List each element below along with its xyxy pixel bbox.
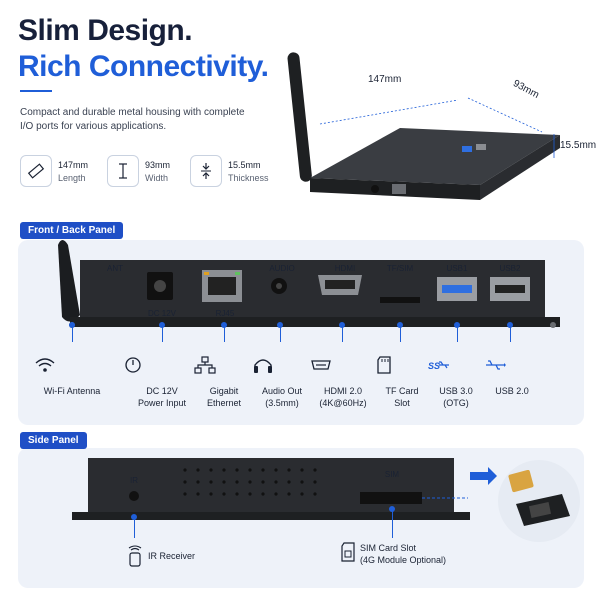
sim-card-icon — [341, 542, 355, 562]
spec-label: Width — [145, 172, 169, 183]
accent-divider — [20, 90, 52, 92]
spec-length: 147mm Length — [20, 154, 88, 188]
spec-value: 15.5mm — [228, 159, 261, 170]
network-icon — [194, 356, 216, 374]
connector-line — [510, 326, 511, 342]
connector-line — [392, 510, 393, 538]
sim-tray-icon — [508, 470, 570, 526]
connector-dot — [277, 322, 283, 328]
connector-line — [162, 326, 163, 342]
feature-text: Wi-Fi Antenna — [43, 386, 101, 396]
feature-text: HDMI 2.0 — [323, 386, 362, 396]
remote-control-icon — [128, 545, 142, 567]
port-label-hdmi: HDMI — [334, 264, 356, 273]
feature-sim-slot: SIM Card Slot (4G Module Optional) — [340, 542, 446, 566]
connector-line — [72, 326, 73, 342]
usb3-icon: SS — [428, 361, 449, 371]
port-label-usb1: USB1 — [446, 264, 468, 273]
feature-dc-power: DC 12V Power Input — [122, 356, 202, 409]
device-isometric-image — [287, 52, 560, 200]
feature-text: Gigabit — [209, 386, 239, 396]
connector-dot — [159, 322, 165, 328]
connector-dot — [397, 322, 403, 328]
feature-tf-card: TF Card Slot — [374, 356, 430, 409]
feature-subtext: (OTG) — [443, 398, 469, 408]
spec-value: 147mm — [58, 159, 89, 170]
feature-wifi: Wi-Fi Antenna — [34, 356, 110, 397]
connector-line — [342, 326, 343, 342]
spec-value: 93mm — [145, 159, 171, 170]
description: Compact and durable metal housing with c… — [20, 107, 245, 132]
hdmi-icon — [311, 360, 331, 370]
spec-width: 93mm Width — [107, 154, 170, 188]
spec-label: Length — [58, 172, 86, 183]
connector-dot — [454, 322, 460, 328]
ruler-icon — [20, 155, 52, 187]
headphones-icon — [254, 359, 272, 373]
port-label-dc: DC 12V — [147, 309, 176, 318]
power-icon — [125, 357, 141, 373]
feature-subtext: (3.5mm) — [265, 398, 299, 408]
svg-text:SS: SS — [428, 361, 440, 371]
connector-line — [400, 326, 401, 342]
front-back-section-label: Front / Back Panel — [20, 222, 124, 239]
port-label-audio: AUDIO — [269, 264, 295, 273]
sd-card-icon — [377, 356, 391, 374]
connector-line — [224, 326, 225, 342]
wifi-icon — [35, 358, 55, 372]
feature-ethernet: Gigabit Ethernet — [194, 356, 254, 409]
feature-subtext: (4K@60Hz) — [319, 398, 367, 408]
feature-audio: Audio Out (3.5mm) — [252, 356, 312, 409]
feature-subtext: Ethernet — [206, 398, 242, 408]
feature-usb3: SS USB 3.0 (OTG) — [428, 356, 484, 409]
title-line-2: Rich Connectivity. — [18, 50, 269, 83]
port-label-ant: ANT — [107, 264, 123, 273]
arrow-right-icon — [470, 467, 497, 485]
port-label-usb2: USB2 — [499, 264, 521, 273]
feature-subtext: Slot — [394, 398, 410, 408]
thickness-icon — [190, 155, 222, 187]
port-label-rj45: RJ45 — [215, 309, 235, 318]
feature-usb2: USB 2.0 — [484, 356, 540, 397]
connector-dot — [131, 514, 137, 520]
side-label-sim: SIM — [384, 470, 400, 479]
connector-dot — [339, 322, 345, 328]
feature-text: DC 12V — [146, 386, 178, 396]
spec-thickness: 15.5mm Thickness — [190, 154, 269, 188]
title-line-1: Slim Design. — [18, 14, 193, 47]
feature-text: IR Receiver — [148, 551, 196, 561]
height-dimension: 15.5mm — [560, 140, 597, 151]
connector-dot — [69, 322, 75, 328]
front-panel-image — [58, 240, 560, 328]
feature-subtext: (4G Module Optional) — [360, 555, 447, 565]
width-icon — [107, 155, 139, 187]
connector-line — [134, 518, 135, 538]
feature-text: USB 3.0 — [439, 386, 473, 396]
feature-text: USB 2.0 — [495, 386, 529, 396]
feature-text: TF Card — [385, 386, 419, 396]
usb-icon — [486, 360, 506, 370]
connector-dot — [221, 322, 227, 328]
connector-dot — [507, 322, 513, 328]
feature-subtext: Power Input — [137, 398, 187, 408]
connector-dot — [389, 506, 395, 512]
side-label-ir: IR — [130, 476, 138, 485]
feature-text: SIM Card Slot — [360, 543, 417, 553]
connector-line — [280, 326, 281, 342]
feature-hdmi: HDMI 2.0 (4K@60Hz) — [310, 356, 376, 409]
length-dimension: 147mm — [368, 74, 402, 85]
side-panel-image — [72, 458, 470, 520]
side-section-label: Side Panel — [20, 432, 87, 449]
port-label-tfsim: TF/SIM — [386, 264, 414, 273]
feature-ir-receiver: IR Receiver — [126, 545, 195, 567]
spec-label: Thickness — [228, 172, 269, 183]
connector-line — [457, 326, 458, 342]
feature-text: Audio Out — [261, 386, 303, 396]
